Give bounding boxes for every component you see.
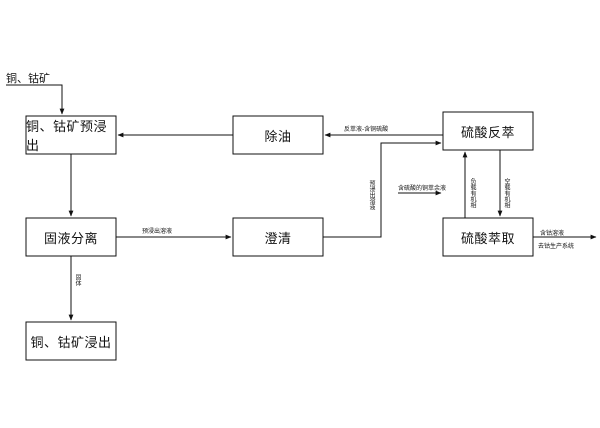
box-degrease-label: 除油 [264,129,292,145]
input-label: 铜、钴矿 [6,72,50,85]
edge-label-cobalt-out-1: 含钴溶液 [540,230,565,237]
box-extract-label: 硫酸萃取 [460,231,515,247]
edge-label-loaded-organic: 负载有机相 [469,178,476,208]
edge-label-cobalt-out-2: 去钴生产系统 [538,243,575,250]
box-leach [25,321,117,361]
input-arrow [6,84,65,115]
edge-label-strip-liquor: 反萃液-含铜硫酸 [344,126,389,133]
box-leach-label: 铜、钴矿浸出 [30,335,112,351]
edge-label-pre-leach-solution-vertical: 预浸出溶液 [368,180,375,210]
edge-label-stripped-organic: 空载有机相 [503,178,510,208]
box-strip [442,111,534,151]
box-clarify-label: 澄清 [264,231,292,247]
box-strip-label: 硫酸反萃 [460,125,515,141]
edge-label-pre-leach-solution: 预浸出溶液 [142,228,173,235]
edge-label-acid-input: 含硫酸的铜萃余液 [398,185,447,192]
box-pre-leach-label: 铜、钴矿预浸出 [26,120,108,154]
box-separation-label: 固液分离 [43,231,98,247]
edge-label-solid: 固体 [74,274,81,286]
arrow-clarify-to-strip [323,140,442,238]
